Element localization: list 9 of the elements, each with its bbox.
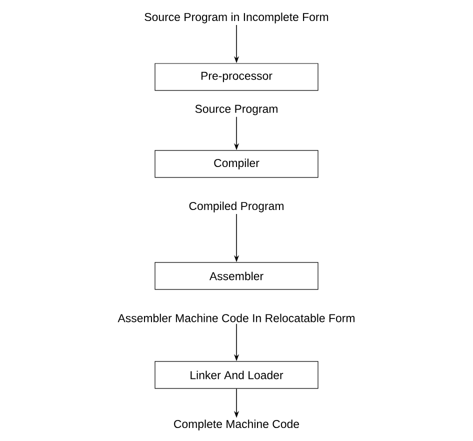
flow-label: Compiled Program <box>189 202 284 212</box>
process-box: Compiler <box>154 150 318 178</box>
flow-label: Complete Machine Code <box>174 420 299 430</box>
process-box: Pre-processor <box>154 63 318 91</box>
flow-label: Assembler Machine Code In Relocatable Form <box>118 314 354 322</box>
flow-label: Source Program in Incomplete Form <box>144 12 328 24</box>
process-box: Assembler <box>154 262 318 290</box>
process-box: Linker And Loader <box>154 361 318 389</box>
flow-label: Source Program <box>195 104 278 116</box>
